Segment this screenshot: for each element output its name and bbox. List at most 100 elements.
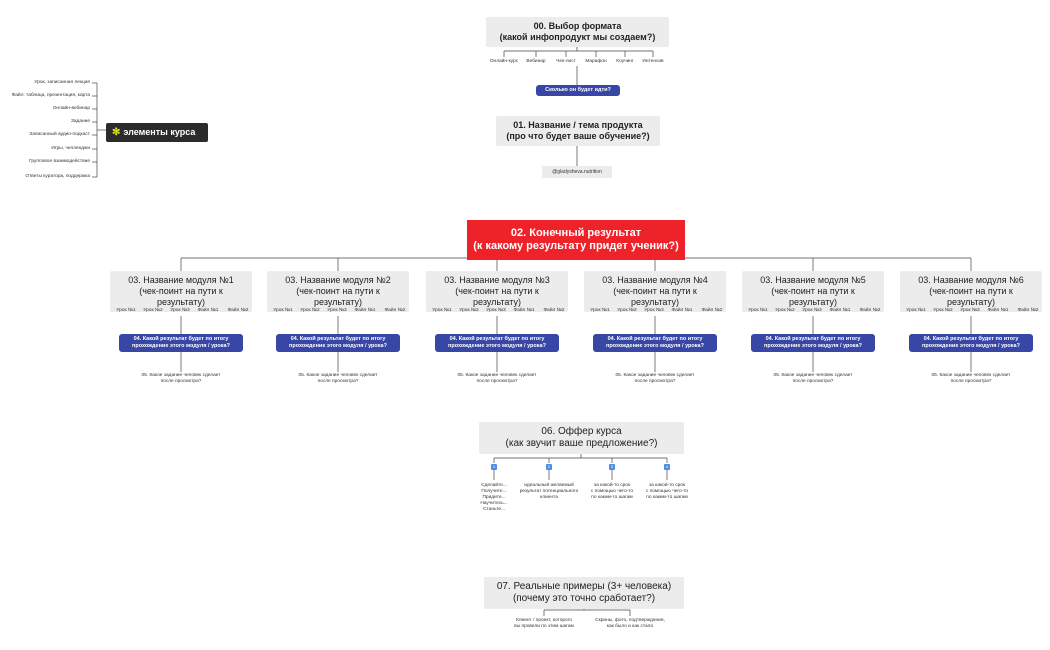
format-title[interactable]: 00. Выбор формата (какой инфопродукт мы … xyxy=(486,17,669,47)
format-title-line1: 00. Выбор формата xyxy=(533,21,622,31)
lesson-item[interactable]: Урок №1 xyxy=(273,308,293,313)
module-subtitle: (чек-поинт на пути к результату) xyxy=(296,286,380,307)
module-task[interactable]: 05. Какое задание человек сделает после … xyxy=(298,373,378,384)
lesson-item[interactable]: Файл №1 xyxy=(671,308,693,313)
author-handle[interactable]: @gladysheva.nutrition xyxy=(542,166,612,178)
module-task[interactable]: 05. Какое задание человек сделает после … xyxy=(931,373,1011,384)
course-elements-node[interactable]: ✻элементы курса xyxy=(106,123,208,142)
offer-step-number[interactable]: 1 xyxy=(491,464,497,470)
course-element-item[interactable]: Файл: таблица, презентация, карта xyxy=(11,93,90,98)
offer-step-number[interactable]: 3 xyxy=(609,464,615,470)
module-subtitle: (чек-поинт на пути к результату) xyxy=(929,286,1013,307)
format-option[interactable]: Марафон xyxy=(585,59,607,64)
offer-title-line2: (как звучит ваше предложение?) xyxy=(505,438,658,449)
module-title-text: 03. Название модуля №1 xyxy=(128,275,234,285)
result-title[interactable]: 02. Конечный результат (к какому результ… xyxy=(467,220,685,260)
lesson-item[interactable]: Урок №1 xyxy=(748,308,768,313)
module-result-question[interactable]: 04. Какой результат будет по итогу прохо… xyxy=(435,334,559,352)
module-title[interactable]: 03. Название модуля №6(чек-поинт на пути… xyxy=(900,271,1042,312)
offer-step-number[interactable]: 2 xyxy=(546,464,552,470)
lesson-item[interactable]: Урок №1 xyxy=(590,308,610,313)
format-option[interactable]: Интенсив xyxy=(642,59,664,64)
offer-step-number[interactable]: 4 xyxy=(664,464,670,470)
lesson-item[interactable]: Урок №3 xyxy=(802,308,822,313)
lesson-item[interactable]: Файл №1 xyxy=(829,308,851,313)
example-item[interactable]: Клиент / проект, которого вы провели по … xyxy=(514,618,574,629)
example-item[interactable]: Скрины, фото, подтверждения, как было и … xyxy=(595,618,665,629)
examples-title[interactable]: 07. Реальные примеры (3+ человека) (поче… xyxy=(484,577,684,609)
course-element-item[interactable]: Онлайн-вебинар xyxy=(52,106,90,111)
module-title[interactable]: 03. Название модуля №1(чек-поинт на пути… xyxy=(110,271,252,312)
module-result-question[interactable]: 04. Какой результат будет по итогу прохо… xyxy=(909,334,1033,352)
lesson-item[interactable]: Файл №2 xyxy=(227,308,249,313)
examples-title-line2: (почему это точно сработает?) xyxy=(512,593,656,604)
module-task[interactable]: 05. Какое задание человек сделает после … xyxy=(141,373,221,384)
course-element-item[interactable]: Урок, записанная лекция xyxy=(34,80,90,85)
format-option[interactable]: Коучинг xyxy=(616,59,634,64)
lesson-item[interactable]: Файл №2 xyxy=(859,308,881,313)
module-result-question[interactable]: 04. Какой результат будет по итогу прохо… xyxy=(119,334,243,352)
course-element-item[interactable]: Ответы куратора, поддержка xyxy=(25,174,90,179)
lesson-item[interactable]: Файл №1 xyxy=(513,308,535,313)
lesson-item[interactable]: Урок №2 xyxy=(300,308,320,313)
course-elements-title: элементы курса xyxy=(123,127,196,137)
lesson-item[interactable]: Файл №2 xyxy=(543,308,565,313)
offer-title[interactable]: 06. Оффер курса (как звучит ваше предлож… xyxy=(479,422,684,454)
offer-step-text[interactable]: за какой-то срок с помощью чего-то по ка… xyxy=(590,483,634,500)
format-question[interactable]: Сколько он будет идти? xyxy=(536,85,620,96)
product-title[interactable]: 01. Название / тема продукта (про что бу… xyxy=(496,116,660,146)
lesson-item[interactable]: Урок №1 xyxy=(432,308,452,313)
lesson-item[interactable]: Файл №1 xyxy=(987,308,1009,313)
module-title[interactable]: 03. Название модуля №5(чек-поинт на пути… xyxy=(742,271,884,312)
module-subtitle: (чек-поинт на пути к результату) xyxy=(455,286,539,307)
lesson-item[interactable]: Урок №1 xyxy=(116,308,136,313)
module-subtitle: (чек-поинт на пути к результату) xyxy=(613,286,697,307)
module-title[interactable]: 03. Название модуля №2(чек-поинт на пути… xyxy=(267,271,409,312)
format-option[interactable]: Онлайн-курс xyxy=(489,59,519,64)
lesson-item[interactable]: Урок №3 xyxy=(486,308,506,313)
module-result-question[interactable]: 04. Какой результат будет по итогу прохо… xyxy=(593,334,717,352)
lesson-item[interactable]: Урок №2 xyxy=(459,308,479,313)
course-element-item[interactable]: Записанный аудио-подкаст xyxy=(29,132,90,137)
product-title-line1: 01. Название / тема продукта xyxy=(513,120,643,130)
lesson-item[interactable]: Урок №2 xyxy=(775,308,795,313)
module-task[interactable]: 05. Какое задание человек сделает после … xyxy=(773,373,853,384)
course-element-item[interactable]: Игры, челленджи xyxy=(51,146,90,151)
offer-step-text[interactable]: идеальный желаемый результат потенциальн… xyxy=(519,483,579,500)
module-task[interactable]: 05. Какое задание человек сделает после … xyxy=(457,373,537,384)
offer-step-text[interactable]: Сделайте... Получите... Придите... Научи… xyxy=(480,483,508,512)
course-element-item[interactable]: Задание xyxy=(70,119,90,124)
module-title-text: 03. Название модуля №4 xyxy=(602,275,708,285)
result-title-line1: 02. Конечный результат xyxy=(510,227,642,239)
module-title-text: 03. Название модуля №5 xyxy=(760,275,866,285)
lesson-item[interactable]: Урок №3 xyxy=(960,308,980,313)
lesson-item[interactable]: Урок №2 xyxy=(933,308,953,313)
asterisk-icon: ✻ xyxy=(112,127,121,138)
lesson-item[interactable]: Урок №3 xyxy=(170,308,190,313)
lesson-item[interactable]: Файл №2 xyxy=(1017,308,1039,313)
offer-title-line1: 06. Оффер курса xyxy=(541,426,622,437)
module-title[interactable]: 03. Название модуля №4(чек-поинт на пути… xyxy=(584,271,726,312)
lesson-item[interactable]: Урок №2 xyxy=(143,308,163,313)
module-task[interactable]: 05. Какое задание человек сделает после … xyxy=(615,373,695,384)
lesson-item[interactable]: Урок №3 xyxy=(644,308,664,313)
lesson-item[interactable]: Урок №1 xyxy=(906,308,926,313)
course-element-item[interactable]: Групповое взаимодействие xyxy=(29,159,90,164)
module-title[interactable]: 03. Название модуля №3(чек-поинт на пути… xyxy=(426,271,568,312)
format-option[interactable]: Чек-лист xyxy=(556,59,576,64)
examples-title-line1: 07. Реальные примеры (3+ человека) xyxy=(496,581,672,592)
format-title-line2: (какой инфопродукт мы создаем?) xyxy=(499,32,656,42)
lesson-item[interactable]: Файл №2 xyxy=(701,308,723,313)
offer-step-text[interactable]: за какой-то срок с помощью чего-то по ка… xyxy=(645,483,689,500)
module-title-text: 03. Название модуля №3 xyxy=(444,275,550,285)
module-result-question[interactable]: 04. Какой результат будет по итогу прохо… xyxy=(276,334,400,352)
module-result-question[interactable]: 04. Какой результат будет по итогу прохо… xyxy=(751,334,875,352)
format-option[interactable]: Вебинар xyxy=(526,59,546,64)
lesson-item[interactable]: Урок №3 xyxy=(327,308,347,313)
lesson-item[interactable]: Файл №2 xyxy=(384,308,406,313)
lesson-item[interactable]: Файл №1 xyxy=(354,308,376,313)
module-title-text: 03. Название модуля №2 xyxy=(285,275,391,285)
lesson-item[interactable]: Файл №1 xyxy=(197,308,219,313)
lesson-item[interactable]: Урок №2 xyxy=(617,308,637,313)
